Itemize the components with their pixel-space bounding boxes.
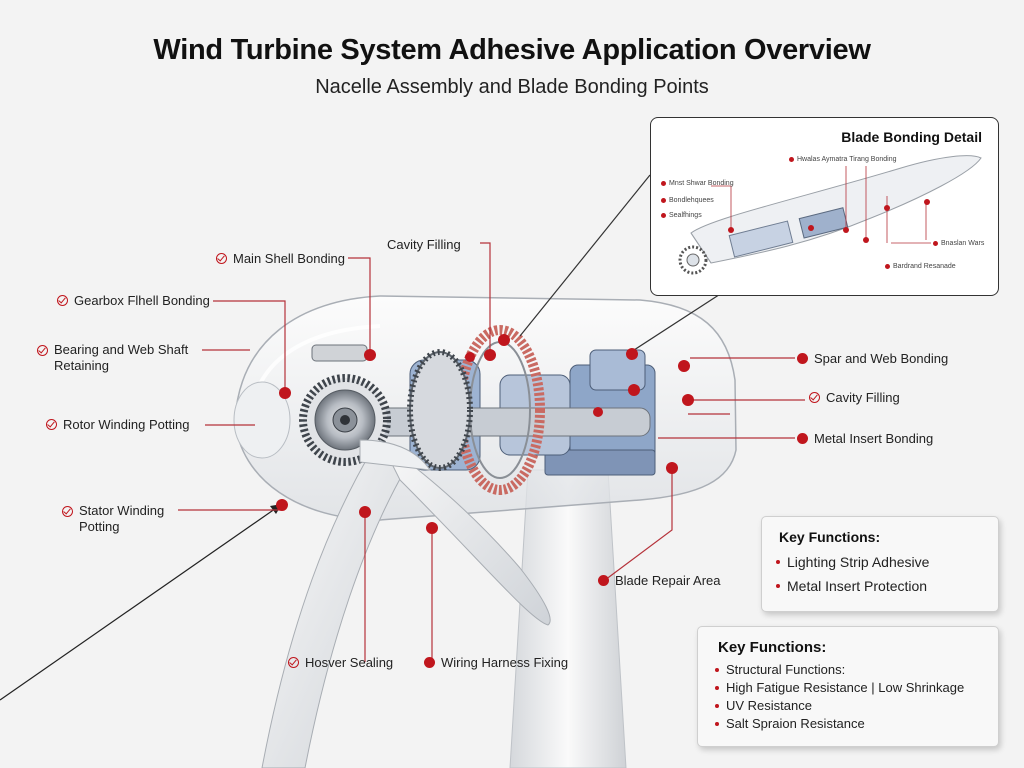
dot-icon [661,213,666,218]
list-item: Structural Functions: [714,661,964,679]
spinner [233,381,291,459]
dot-icon [661,181,666,186]
label-bearing-web-shaft: Bearing and Web Shaft Retaining [37,342,207,374]
key-functions-list-1: Lighting Strip Adhesive Metal Insert Pro… [775,550,929,598]
key-functions-panel-2: Key Functions: Structural Functions: Hig… [697,626,999,747]
page-title: Wind Turbine System Adhesive Application… [153,34,871,66]
list-item: High Fatigue Resistance | Low Shrinkage [714,679,964,697]
label-main-shell-bonding: Main Shell Bonding [216,251,345,266]
detail-label-right1: Bnaslan Wars [933,240,984,247]
pointer-line [0,503,283,701]
base-frame [544,449,656,476]
blade-bonding-detail-panel: Blade Bonding Detail Hwalas Aymatra Tira… [650,117,999,296]
check-icon [62,506,73,517]
label-blade-repair-area: Blade Repair Area [598,573,721,588]
label-spar-web-bonding: Spar and Web Bonding [797,351,948,366]
detail-label-right2: Bardrand Resanade [885,263,956,270]
dot-icon [797,433,808,444]
dot-icon [933,241,938,246]
check-icon [57,295,68,306]
ring-gear [455,325,545,495]
list-item: UV Resistance [714,697,964,715]
tower [509,469,627,768]
detail-label-left1: Mnst Shwar Bonding [661,180,734,187]
list-item: Metal Insert Protection [775,574,929,598]
detail-label-left3: Sealfhings [661,212,702,219]
key-functions-title-2: Key Functions: [718,639,827,656]
blade-right [379,439,551,626]
label-gearbox-shell-bonding: Gearbox Flhell Bonding [57,293,210,308]
key-functions-title-1: Key Functions: [779,529,881,545]
label-housing-sealing: Hosver Sealing [288,655,393,670]
dot-icon [661,198,666,203]
check-icon [216,253,227,264]
check-icon [46,419,57,430]
detail-label-left2: Bondlehquees [661,197,714,204]
dot-icon [424,657,435,668]
label-metal-insert-bonding: Metal Insert Bonding [797,431,933,446]
list-item: Salt Spraion Resistance [714,715,964,733]
label-cavity-filling-right: Cavity Filling [809,390,900,405]
detail-label-top: Hwalas Aymatra Tirang Bonding [789,156,896,163]
check-icon [37,345,48,356]
dot-icon [789,157,794,162]
blade-left [261,444,406,768]
list-item: Lighting Strip Adhesive [775,550,929,574]
page-subtitle: Nacelle Assembly and Blade Bonding Point… [315,76,709,98]
label-wiring-harness-fixing: Wiring Harness Fixing [424,655,568,670]
check-icon [809,392,820,403]
callout-lines [178,242,805,662]
label-stator-winding-potting: Stator Winding Potting [62,503,182,535]
callout-dots [276,334,694,534]
check-icon [288,657,299,668]
dot-icon [885,264,890,269]
dot-icon [598,575,609,586]
label-cavity-filling-top: Cavity Filling [387,237,461,252]
key-functions-list-2: Structural Functions: High Fatigue Resis… [714,661,964,733]
key-functions-panel-1: Key Functions: Lighting Strip Adhesive M… [761,516,999,612]
detail-title: Blade Bonding Detail [841,129,982,145]
dot-icon [797,353,808,364]
label-rotor-winding-potting: Rotor Winding Potting [46,417,189,432]
blade-cross-section [678,155,982,275]
